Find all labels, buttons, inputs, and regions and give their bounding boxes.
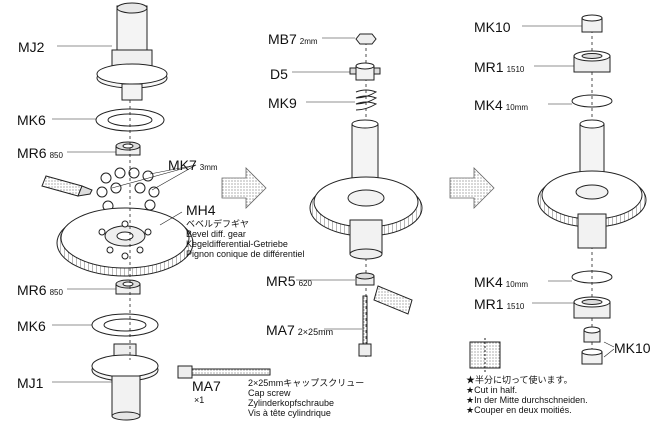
label-mk6-top: MK6 [17,112,46,128]
middle-assembly [292,33,423,360]
mh4-description: ベベルデフギヤ Bevel diff. gear Kegeldifferenti… [186,219,304,259]
part-size: 1510 [506,65,525,74]
ma7-description: 2×25mmキャップスクリュー Cap screw Zylinderkopfsc… [248,378,364,418]
d5-pin [349,62,381,81]
mk4-ring-bottom [571,270,613,284]
cut-in-half-note: ★半分に切って使います。 ★Cut in half. ★In der Mitte… [466,375,588,415]
mr1-bearing-top [573,50,611,73]
mk9-spring [355,89,378,111]
mh4-desc-line: ベベルデフギヤ [186,219,250,229]
note-line: ★Couper en deux moitiés. [466,405,572,415]
mr6-bearing-bottom [115,279,141,295]
part-size: 10mm [505,280,529,289]
label-ma7-part: MA7 [192,378,221,394]
mk6-washer-bottom [91,313,159,337]
part-code: MA7 [266,322,295,338]
step-arrow-icon [449,167,495,209]
right-leader-lines [522,25,615,358]
part-code: MB7 [268,31,297,47]
part-size: 3mm [199,163,218,172]
part-size: 850 [49,151,63,160]
middle-bevel-gear [309,176,423,260]
part-code: MR6 [17,145,47,161]
part-code: MR5 [266,273,296,289]
note-line: ★Cut in half. [466,385,518,395]
ma7-desc-line: Cap screw [248,388,291,398]
left-leader-lines [52,45,197,383]
note-line: ★In der Mitte durchschneiden. [466,395,588,405]
step-arrow-icon [221,167,267,209]
part-size: 620 [298,279,312,288]
note-line: ★半分に切って使います。 [466,375,573,385]
label-mj2: MJ2 [18,39,45,55]
cut-bushing-illustration [469,338,501,372]
part-code: MK4 [474,97,503,113]
mh4-desc-line: Bevel diff. gear [186,229,246,239]
ma7-desc-line: 2×25mmキャップスクリュー [248,378,365,388]
part-size: 850 [49,288,63,297]
part-code: MK4 [474,274,503,290]
mj2-joint-cup [96,2,168,101]
label-mk9: MK9 [268,95,297,111]
mk10-bushing-bottom [581,326,603,365]
part-code: MK7 [168,157,197,173]
mb7-nut [355,33,377,45]
part-code: MR1 [474,59,504,75]
right-assembly [469,14,647,372]
label-mk10-bottom: MK10 [614,340,651,356]
part-size: 2mm [299,37,318,46]
right-bevel-gear [537,119,647,249]
part-size: 1510 [506,302,525,311]
mr5-bearing [355,272,375,286]
mh4-bevel-gear [56,207,194,277]
part-size: 2×25mm [297,327,334,337]
mk10-bushing-top [581,14,603,33]
label-mh4: MH4 [186,202,216,218]
ma7-screw [177,365,271,379]
label-mk10-top: MK10 [474,19,511,35]
ma7-desc-line: Vis à tête cylindrique [248,408,331,418]
label-mj1: MJ1 [17,375,44,391]
part-code: MR1 [474,296,504,312]
label-mk6-bottom: MK6 [17,318,46,334]
ma7-quantity: ×1 [194,395,205,405]
left-assembly [41,2,271,421]
mh4-desc-line: Kegeldifferential-Getriebe [186,239,288,249]
mr1-bearing-bottom [573,296,611,319]
label-d5: D5 [270,66,288,82]
part-code: MR6 [17,282,47,298]
ma7-desc-line: Zylinderkopfschraube [248,398,335,408]
mr6-bearing-top [115,141,141,156]
part-size: 10mm [505,103,529,112]
mk7-balls [96,167,160,212]
mk4-ring-top [571,94,613,108]
middle-leader-lines [292,37,362,330]
hex-wrench [373,285,413,315]
grease-tube [41,175,93,197]
mh4-desc-line: Pignon conique de différentiel [186,249,305,259]
ma7-screw-vertical [358,295,372,357]
mj1-joint-cup [91,343,159,421]
